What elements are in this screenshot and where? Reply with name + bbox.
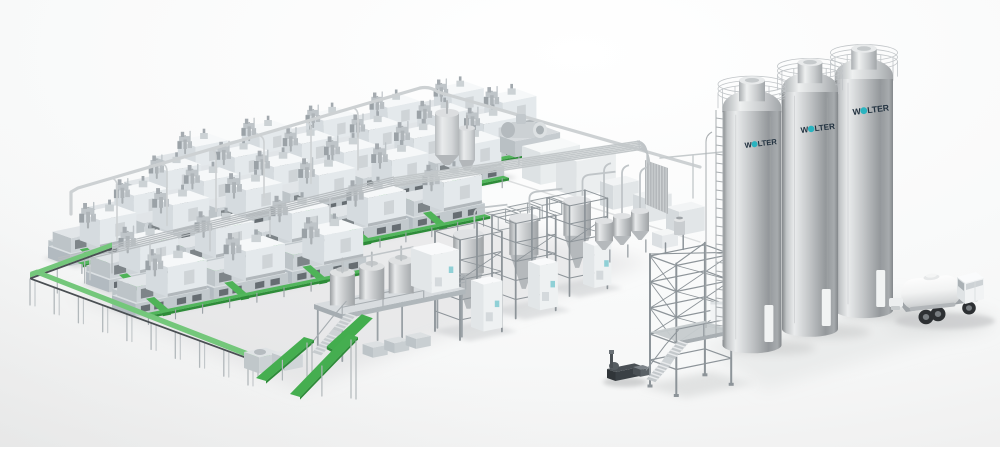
svg-text:LTER: LTER bbox=[814, 122, 836, 133]
svg-text:LTER: LTER bbox=[757, 137, 778, 148]
svg-text:W: W bbox=[800, 125, 809, 135]
svg-text:LTER: LTER bbox=[867, 103, 891, 116]
svg-text:W: W bbox=[852, 106, 862, 117]
svg-text:W: W bbox=[744, 140, 753, 150]
